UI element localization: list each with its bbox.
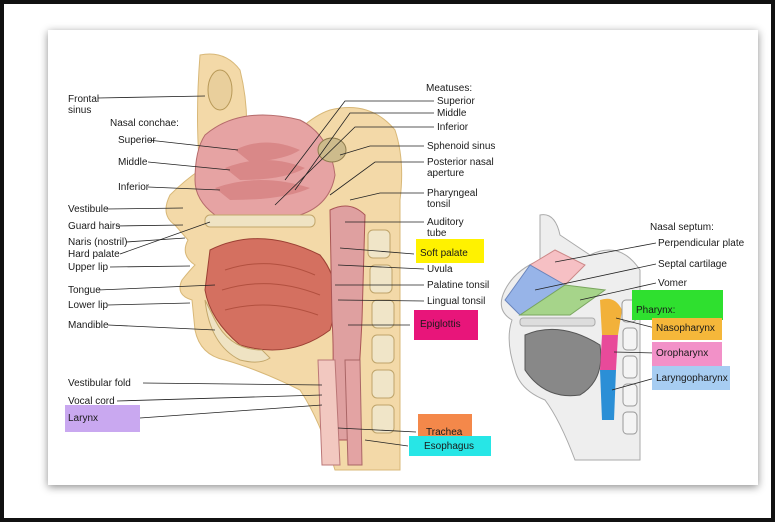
label-concha-superior: Superior: [118, 135, 156, 146]
label-vestibule: Vestibule: [68, 204, 109, 215]
label-vestibular-fold: Vestibular fold: [68, 378, 131, 389]
label-uvula: Uvula: [427, 264, 453, 275]
label-palatine-tonsil: Palatine tonsil: [427, 280, 489, 291]
label-concha-inferior: Inferior: [118, 182, 149, 193]
label-guard-hairs: Guard hairs: [68, 221, 120, 232]
hard-palate-shape: [205, 215, 315, 227]
label-septal-cartilage: Septal cartilage: [658, 259, 727, 270]
label-epiglottis: Epiglottis: [420, 319, 461, 330]
label-meatus-superior: Superior: [437, 96, 475, 107]
label-laryngopharynx: Laryngopharynx: [656, 373, 728, 384]
sphenoid-sinus-shape: [318, 138, 346, 162]
label-sphenoid-sinus: Sphenoid sinus: [427, 141, 495, 152]
label-auditory-tube: Auditory tube: [427, 217, 464, 239]
label-upper-lip: Upper lip: [68, 262, 108, 273]
label-trachea: Trachea: [426, 427, 462, 438]
label-nasal-conchae: Nasal conchae:: [110, 118, 179, 129]
oropharynx-shape: [600, 335, 618, 370]
label-nasal-septum: Nasal septum:: [650, 222, 714, 233]
label-tongue: Tongue: [68, 285, 101, 296]
label-nasopharynx: Nasopharynx: [656, 323, 715, 334]
label-perpendicular-plate: Perpendicular plate: [658, 238, 744, 249]
label-soft-palate: Soft palate: [420, 248, 468, 259]
label-meatus-middle: Middle: [437, 108, 466, 119]
label-lingual-tonsil: Lingual tonsil: [427, 296, 485, 307]
laryngopharynx-shape: [600, 370, 616, 420]
label-vomer: Vomer: [658, 278, 687, 289]
frontal-sinus-shape: [208, 70, 232, 110]
label-pharyngeal-tonsil: Pharyngeal tonsil: [427, 188, 478, 210]
label-pharynx: Pharynx:: [636, 305, 675, 316]
label-meatuses: Meatuses:: [426, 83, 472, 94]
label-frontal-sinus: Frontal sinus: [68, 94, 99, 116]
label-naris: Naris (nostril): [68, 237, 127, 248]
label-oropharynx: Oropharynx: [656, 348, 708, 359]
small-head-figure: [501, 215, 640, 460]
esophagus-shape: [345, 360, 362, 465]
small-palate: [520, 318, 595, 326]
label-lower-lip: Lower lip: [68, 300, 108, 311]
label-larynx: Larynx: [68, 413, 98, 424]
label-posterior-nasal-aperture: Posterior nasal aperture: [427, 157, 494, 179]
label-concha-middle: Middle: [118, 157, 147, 168]
label-mandible: Mandible: [68, 320, 109, 331]
label-vocal-cord: Vocal cord: [68, 396, 115, 407]
label-hard-palate: Hard palate: [68, 249, 120, 260]
label-esophagus: Esophagus: [424, 441, 474, 452]
label-meatus-inferior: Inferior: [437, 122, 468, 133]
